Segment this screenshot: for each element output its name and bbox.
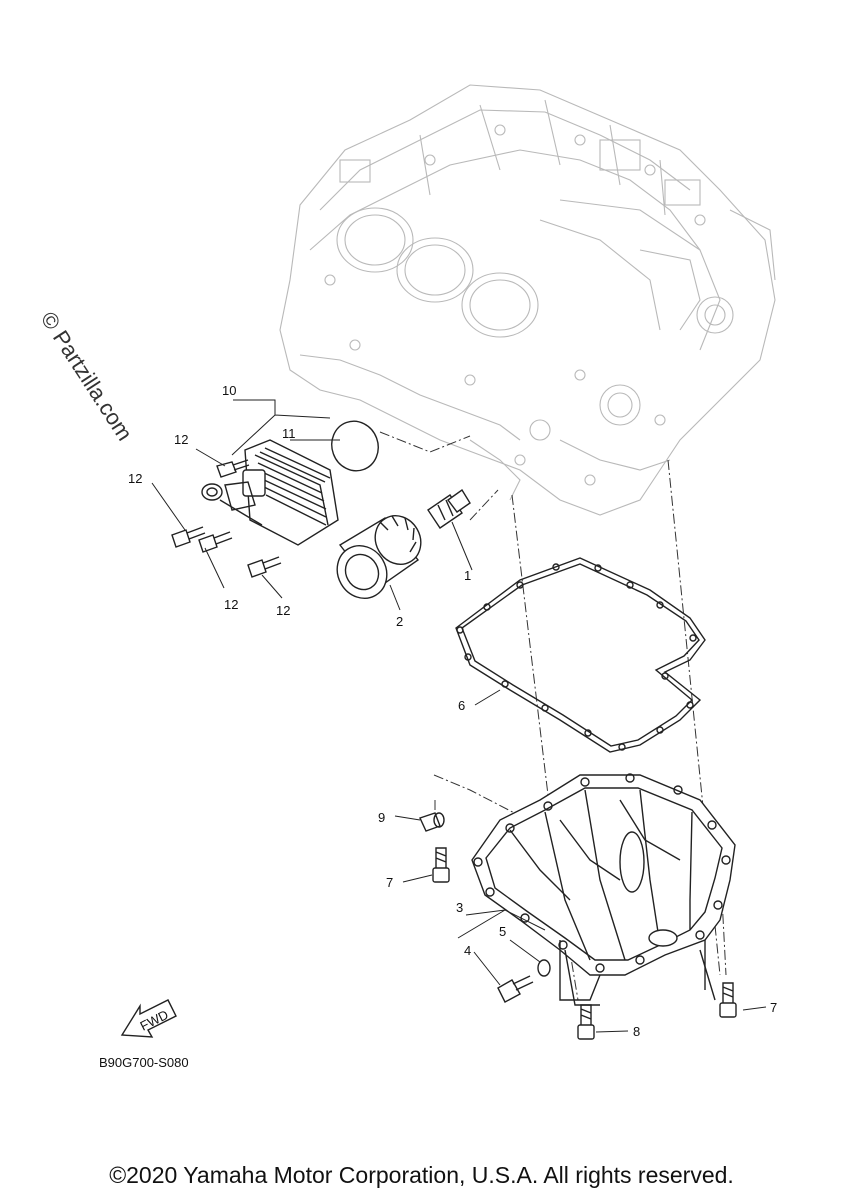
callout-8: 8 (633, 1024, 640, 1039)
callout-12-a: 12 (174, 432, 188, 447)
diagram-code: B90G700-S080 (99, 1055, 189, 1070)
forward-arrow: FWD (120, 999, 177, 1038)
oil-pan (471, 773, 736, 1006)
partzilla-watermark: © Partzilla.com (36, 307, 138, 445)
o-ring (331, 420, 379, 472)
drain-bolt (497, 975, 534, 1003)
gasket-bolt-holes (456, 563, 697, 751)
callout-12-b: 12 (128, 471, 142, 486)
pan-bolt-7-left (432, 847, 450, 883)
pan-bolt-8 (577, 1004, 595, 1040)
copyright-notice: ©2020 Yamaha Motor Corporation, U.S.A. A… (109, 1162, 734, 1188)
cooler-bolt-4 (247, 556, 282, 578)
callout-2: 2 (396, 614, 403, 629)
callout-7-right: 7 (770, 1000, 777, 1015)
callout-12-d: 12 (276, 603, 290, 618)
callout-1: 1 (464, 568, 471, 583)
forward-arrow-label: FWD (138, 1007, 171, 1034)
oil-cooler (201, 439, 339, 546)
cooler-bolt-2 (171, 526, 206, 548)
oil-filter (336, 515, 422, 599)
cooler-bolts (171, 459, 282, 578)
cooler-bolt-1 (216, 459, 250, 478)
callout-7-left: 7 (386, 875, 393, 890)
callout-4: 4 (464, 943, 471, 958)
oil-pan-gasket (455, 557, 706, 753)
callout-10: 10 (222, 383, 236, 398)
oil-pan-bolt-bosses (473, 773, 731, 973)
leader-lines (151, 399, 767, 1033)
callout-numbers: 1 2 3 4 5 6 7 7 8 9 10 11 12 12 12 12 (128, 383, 777, 1039)
pan-bolt-7-right (719, 982, 737, 1018)
union-bolt (427, 488, 471, 529)
callout-3: 3 (456, 900, 463, 915)
cooler-bolt-3 (198, 531, 233, 553)
callout-6: 6 (458, 698, 465, 713)
callout-12-c: 12 (224, 597, 238, 612)
callout-9: 9 (378, 810, 385, 825)
pan-fitting (419, 812, 445, 832)
engine-crankcase-illustration (279, 84, 776, 516)
callout-11: 11 (282, 426, 296, 441)
callout-5: 5 (499, 924, 506, 939)
drain-gasket (537, 959, 551, 977)
